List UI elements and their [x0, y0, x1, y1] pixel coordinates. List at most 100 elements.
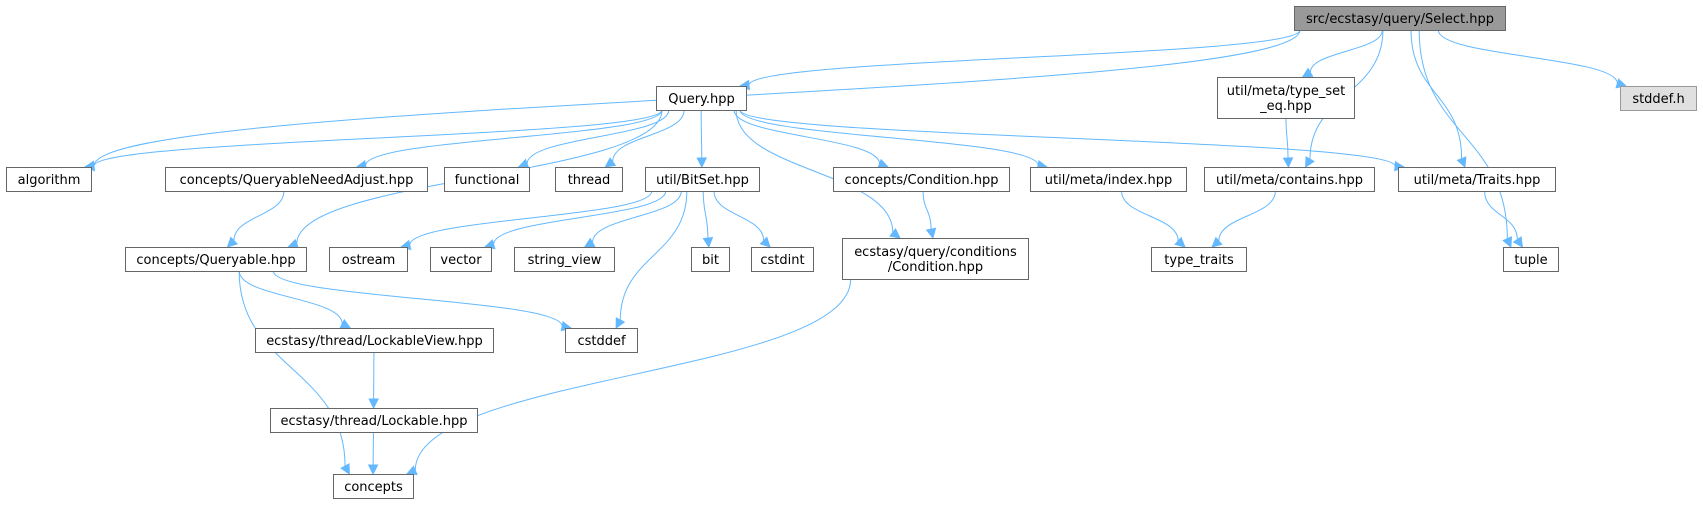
node-stringview[interactable]: string_view	[514, 247, 615, 272]
edge-line	[748, 29, 1301, 86]
node-bitset[interactable]: util/BitSet.hpp	[645, 167, 760, 192]
edge-arrowhead	[340, 463, 350, 475]
edge-arrowhead	[368, 398, 379, 410]
node-algorithm[interactable]: algorithm	[6, 167, 92, 192]
edge-query-to-traits	[739, 109, 1406, 172]
node-bit[interactable]: bit	[691, 247, 730, 272]
edge-bitset-to-bit	[702, 190, 714, 249]
edge-arrowhead	[1305, 156, 1315, 168]
edge-line	[1309, 29, 1383, 73]
edge-arrowhead	[1456, 156, 1467, 169]
node-label: ecstasy/thread/Lockable.hpp	[281, 414, 468, 429]
edge-query-to-algorithm	[83, 109, 663, 172]
node-label: concepts/QueryableNeedAdjust.hpp	[180, 173, 414, 188]
node-box	[1503, 247, 1559, 272]
node-contains[interactable]: util/meta/contains.hpp	[1204, 167, 1375, 192]
node-label: src/ecstasy/query/Select.hpp	[1306, 12, 1494, 27]
node-label: type_traits	[1164, 253, 1234, 268]
edge-line	[233, 190, 285, 241]
edge-queryable-to-concepts	[238, 270, 350, 475]
edge-bitset-to-cstddef	[615, 190, 688, 329]
node-box	[1204, 167, 1375, 192]
edge-query-to-qneedadj	[355, 109, 663, 171]
node-label: util/meta/contains.hpp	[1216, 173, 1363, 188]
edge-query-to-thread	[604, 109, 685, 168]
node-concepts[interactable]: concepts	[333, 474, 414, 499]
edge-query-to-qcondition	[735, 109, 901, 239]
node-typeseteq[interactable]: util/meta/type_set_eq.hpp	[1217, 77, 1355, 119]
node-index[interactable]: util/meta/index.hpp	[1030, 167, 1187, 192]
edge-arrowhead	[1282, 157, 1294, 169]
node-label: tuple	[1514, 253, 1547, 268]
edge-line	[409, 190, 653, 246]
node-box	[833, 167, 1010, 192]
edge-select-to-traits	[1410, 29, 1467, 169]
node-traits[interactable]: util/meta/Traits.hpp	[1398, 167, 1556, 192]
edge-line	[1218, 190, 1276, 242]
edge-condition-to-qcondition	[922, 190, 937, 240]
node-vector[interactable]: vector	[430, 247, 492, 272]
edge-line	[735, 109, 894, 233]
node-lockable[interactable]: ecstasy/thread/Lockable.hpp	[270, 408, 478, 433]
edge-line	[619, 190, 688, 321]
node-tuple[interactable]: tuple	[1503, 247, 1559, 272]
node-qcondition[interactable]: ecstasy/query/conditions/Condition.hpp	[842, 238, 1029, 280]
node-cstdint[interactable]: cstdint	[751, 247, 814, 272]
edge-line	[1285, 117, 1289, 159]
node-label: bit	[702, 253, 719, 268]
node-label: vector	[440, 253, 482, 268]
edge-line	[93, 109, 663, 167]
node-box	[444, 167, 530, 192]
node-functional[interactable]: functional	[444, 167, 530, 192]
node-cstddef[interactable]: cstddef	[565, 328, 638, 353]
edge-line	[365, 109, 663, 166]
edge-qcondition-to-concepts	[405, 278, 852, 476]
edge-query-to-condition	[733, 109, 890, 169]
node-qneedadj[interactable]: concepts/QueryableNeedAdjust.hpp	[165, 167, 428, 192]
edge-bitset-to-stringview	[583, 190, 682, 248]
edge-arrowhead	[1174, 236, 1186, 248]
node-select[interactable]: src/ecstasy/query/Select.hpp	[1294, 6, 1506, 31]
node-box	[165, 167, 428, 192]
edge-traits-to-tuple	[1484, 190, 1524, 248]
edge-line	[702, 190, 709, 239]
edge-index-to-typetraits	[1121, 190, 1186, 248]
node-box	[329, 247, 408, 272]
node-label: util/BitSet.hpp	[656, 173, 749, 188]
node-stddefh[interactable]: stddef.h	[1620, 86, 1697, 111]
node-label: util/meta/index.hpp	[1045, 173, 1173, 188]
node-box	[656, 86, 747, 111]
edge-arrowhead	[604, 157, 617, 168]
node-lockview[interactable]: ecstasy/thread/LockableView.hpp	[255, 328, 494, 353]
node-label: util/meta/Traits.hpp	[1414, 173, 1541, 188]
edge-arrowhead	[925, 227, 937, 240]
node-thread[interactable]: thread	[555, 167, 623, 192]
node-ostream[interactable]: ostream	[329, 247, 408, 272]
edge-line	[739, 109, 1396, 167]
edge-query-to-functional	[517, 109, 670, 169]
edge-arrowhead	[889, 227, 901, 239]
edge-line	[612, 109, 685, 162]
edge-select-to-tuple	[1418, 29, 1513, 249]
node-box	[555, 167, 623, 192]
node-typetraits[interactable]: type_traits	[1151, 247, 1247, 272]
edge-qneedadj-to-queryable	[226, 190, 285, 248]
node-label: string_view	[528, 253, 602, 268]
edge-select-to-typeseteq	[1301, 29, 1383, 78]
edge-arrowhead	[1502, 236, 1513, 249]
edge-select-to-query	[738, 29, 1301, 91]
node-box	[125, 247, 307, 272]
node-box	[1620, 86, 1697, 111]
node-label: cstddef	[577, 334, 626, 349]
node-query[interactable]: Query.hpp	[656, 86, 747, 111]
node-queryable[interactable]: concepts/Queryable.hpp	[125, 247, 307, 272]
edge-line	[591, 190, 682, 243]
edge-line	[272, 270, 563, 327]
node-label: cstdint	[760, 253, 804, 268]
node-label: Query.hpp	[668, 92, 735, 107]
node-box	[430, 247, 492, 272]
node-condition[interactable]: concepts/Condition.hpp	[833, 167, 1010, 192]
node-box	[691, 247, 730, 272]
node-box	[1217, 77, 1355, 119]
